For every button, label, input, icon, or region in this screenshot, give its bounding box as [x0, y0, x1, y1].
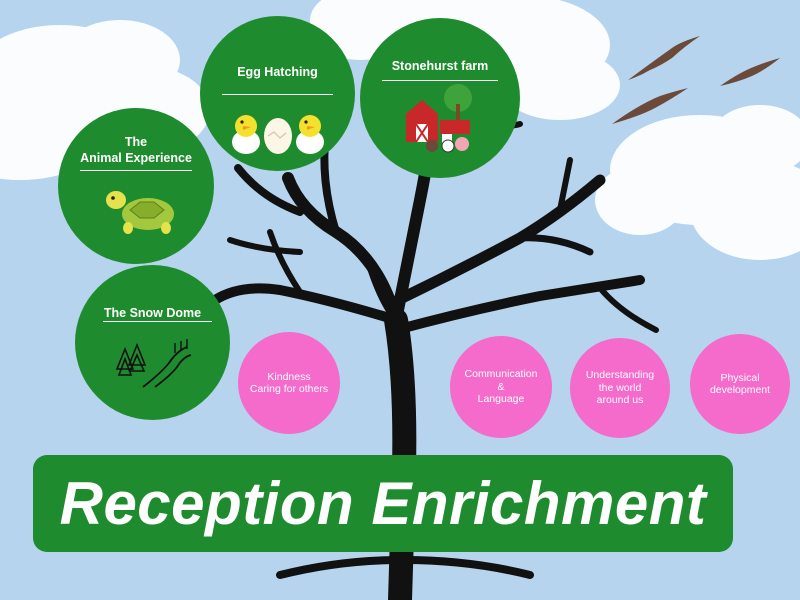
snow-dome-circle: The Snow Dome	[75, 265, 230, 420]
kindness-label: Kindness Caring for others	[249, 370, 329, 396]
divider	[382, 80, 498, 81]
divider	[222, 94, 333, 95]
animal-experience-label: The Animal Experience	[80, 135, 192, 165]
divider	[80, 170, 192, 171]
divider	[103, 321, 212, 322]
communication-label: Communication & Language	[464, 368, 538, 406]
stonehurst-farm-circle: Stonehurst farm	[360, 18, 520, 178]
cloud-right	[595, 105, 800, 260]
animal-experience-circle: The Animal Experience	[58, 108, 214, 264]
farm-icon	[406, 84, 472, 153]
snow-dome-label: The Snow Dome	[103, 306, 202, 320]
birds	[612, 36, 780, 124]
understanding-world-circle: Understanding the world around us	[570, 338, 670, 438]
communication-circle: Communication & Language	[450, 336, 552, 438]
egg-hatching-label: Egg Hatching	[237, 65, 318, 79]
kindness-circle: Kindness Caring for others	[238, 332, 340, 434]
page-title: Reception Enrichment	[59, 470, 707, 537]
snow-slope-icon	[115, 339, 192, 388]
physical-development-label: Physical development	[709, 371, 771, 397]
chick-egg-icon	[232, 115, 324, 154]
understanding-world-label: Understanding the world around us	[585, 369, 655, 407]
egg-hatching-circle: Egg Hatching	[200, 16, 355, 171]
stonehurst-farm-label: Stonehurst farm	[391, 59, 489, 73]
title-banner: Reception Enrichment	[33, 455, 733, 552]
physical-development-circle: Physical development	[690, 334, 790, 434]
tortoise-icon	[106, 191, 174, 234]
